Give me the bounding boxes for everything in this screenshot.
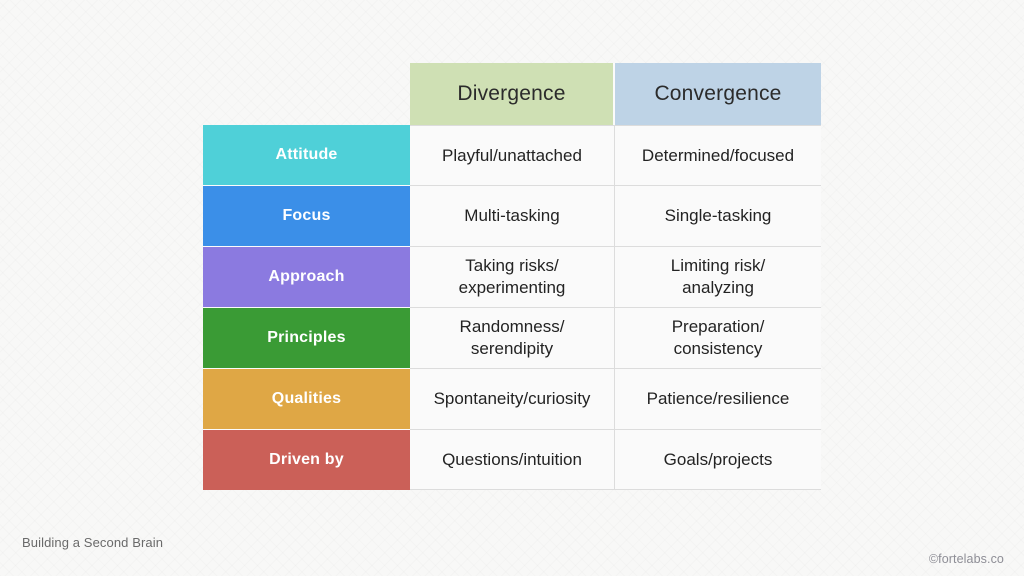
cell-driven-by-convergence: Goals/projects [615, 430, 821, 490]
row-label-focus-text: Focus [282, 207, 331, 224]
row-label-principles: Principles [203, 308, 410, 369]
cell-driven-by-convergence-text: Goals/projects [663, 449, 773, 469]
cell-approach-divergence: Taking risks/ experimenting [410, 247, 615, 308]
cell-attitude-convergence: Determined/focused [615, 125, 821, 186]
row-label-driven-by: Driven by [203, 430, 410, 490]
cell-principles-convergence-text: Preparation/ consistency [671, 317, 765, 358]
row-label-attitude-text: Attitude [275, 146, 338, 163]
cell-focus-convergence: Single-tasking [615, 186, 821, 247]
cell-qualities-convergence: Patience/resilience [615, 369, 821, 430]
cell-attitude-divergence: Playful/unattached [410, 125, 615, 186]
cell-qualities-divergence-text: Spontaneity/curiosity [433, 389, 591, 409]
cell-approach-divergence-text: Taking risks/ experimenting [458, 256, 566, 297]
cell-driven-by-divergence: Questions/intuition [410, 430, 615, 490]
column-header-divergence-label: Divergence [457, 82, 566, 105]
cell-focus-divergence-text: Multi-tasking [464, 206, 560, 226]
row-label-attitude: Attitude [203, 125, 410, 186]
cell-principles-divergence: Randomness/ serendipity [410, 308, 615, 369]
row-label-qualities: Qualities [203, 369, 410, 430]
row-label-approach-text: Approach [268, 268, 345, 285]
row-label-driven-by-text: Driven by [269, 451, 344, 468]
column-header-convergence-label: Convergence [654, 82, 782, 105]
cell-attitude-divergence-text: Playful/unattached [442, 145, 582, 165]
cell-qualities-divergence: Spontaneity/curiosity [410, 369, 615, 430]
cell-focus-divergence: Multi-tasking [410, 186, 615, 247]
footer-title: Building a Second Brain [22, 535, 164, 550]
matrix-grid: Divergence Convergence Attitude Playful/… [203, 63, 821, 490]
row-label-focus: Focus [203, 186, 410, 247]
cell-principles-convergence: Preparation/ consistency [615, 308, 821, 369]
cell-focus-convergence-text: Single-tasking [664, 206, 772, 226]
cell-attitude-convergence-text: Determined/focused [641, 145, 795, 165]
column-header-divergence: Divergence [410, 63, 615, 125]
row-label-qualities-text: Qualities [271, 390, 342, 407]
cell-principles-divergence-text: Randomness/ serendipity [459, 317, 565, 358]
footer-copyright: ©fortelabs.co [928, 552, 1004, 566]
row-label-principles-text: Principles [267, 329, 346, 346]
column-header-convergence: Convergence [615, 63, 821, 125]
cell-approach-convergence: Limiting risk/ analyzing [615, 247, 821, 308]
cell-approach-convergence-text: Limiting risk/ analyzing [670, 256, 766, 297]
row-label-approach: Approach [203, 247, 410, 308]
matrix-corner-cell [203, 63, 410, 125]
cell-driven-by-divergence-text: Questions/intuition [442, 449, 582, 469]
cell-qualities-convergence-text: Patience/resilience [646, 389, 790, 409]
divergence-convergence-matrix: Divergence Convergence Attitude Playful/… [203, 63, 821, 490]
